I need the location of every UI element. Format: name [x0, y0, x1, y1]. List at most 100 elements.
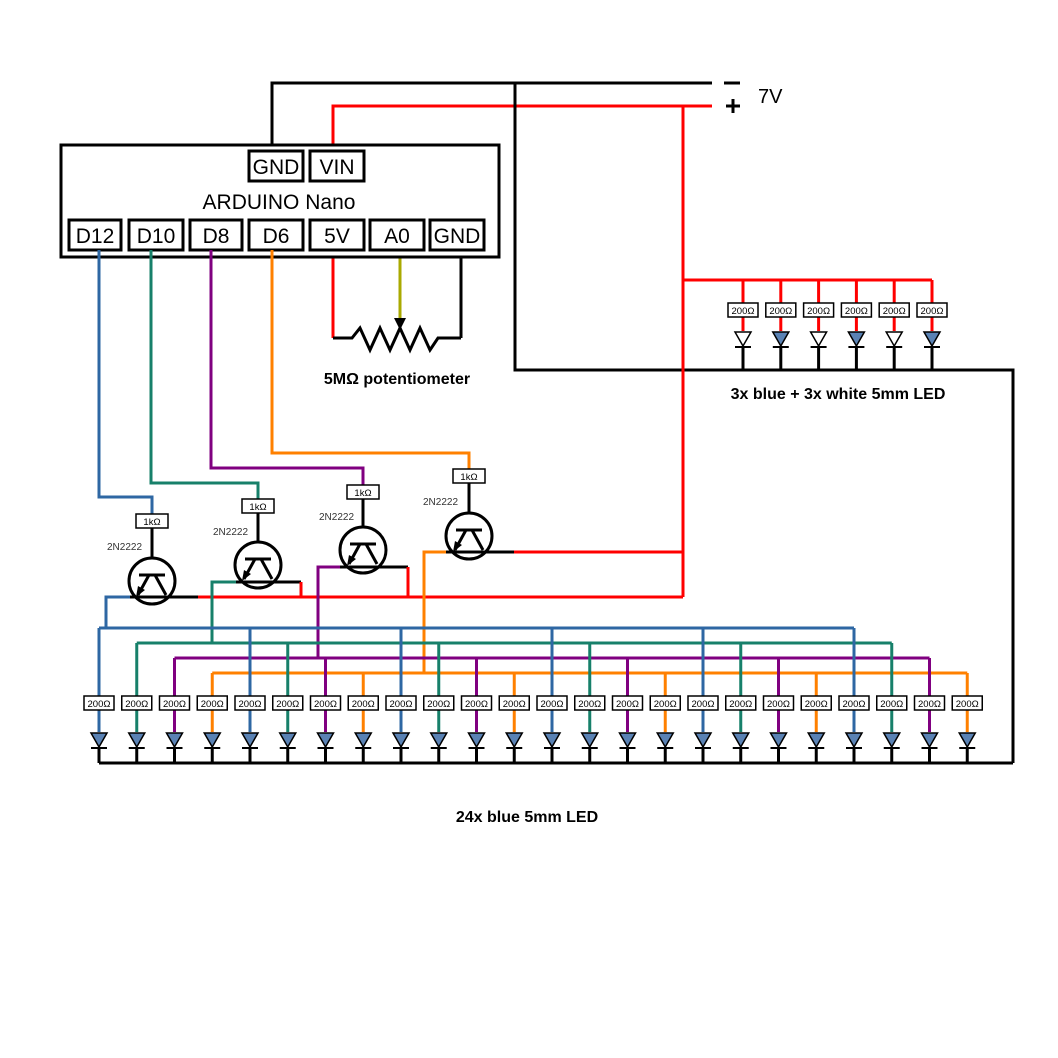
array-led-blue-icon [920, 732, 939, 749]
transistor-collector [153, 574, 168, 596]
array-led-blue-icon [580, 732, 600, 749]
array-led-blue-icon [353, 732, 373, 749]
array-led-blue-icon [316, 732, 335, 749]
pin-5v [308, 218, 366, 252]
transistor-collector [259, 558, 274, 580]
resistor-200ohm [876, 695, 908, 711]
resistor-label: 200Ω [769, 306, 792, 317]
resistor-200ohm [913, 695, 946, 711]
resistor-label: 200Ω [427, 699, 450, 710]
transistor-model-label: 2N2222 [319, 512, 354, 523]
array-led-blue-icon [89, 732, 109, 749]
base-drive-wire-d6 [270, 250, 471, 469]
led-array-group: 200Ω 200Ω 200Ω 200Ω 200Ω 200Ω 200Ω 200Ω 200Ω 200Ω… [83, 626, 1013, 765]
pin-d12 [67, 218, 123, 252]
array-led-blue-icon [278, 732, 298, 749]
resistor-200ohm [83, 695, 115, 711]
pin-a0 [368, 218, 426, 252]
resistor-label: 200Ω [88, 699, 111, 710]
resistor-200ohm [838, 695, 870, 711]
potentiometer: 5MΩ potentiometer [324, 318, 470, 388]
indicator-led-blue-icon [847, 331, 866, 348]
indicator-led-blue-icon [771, 331, 791, 348]
resistor-200ohm [498, 695, 530, 711]
emitter-arrow-icon [453, 541, 462, 552]
emitter-arrow-icon [136, 586, 145, 597]
resistor-200ohm [727, 302, 759, 318]
resistor-label: 200Ω [239, 699, 262, 710]
resistor-200ohm [649, 695, 681, 711]
resistor-200ohm [840, 302, 873, 318]
resistor-200ohm [272, 695, 304, 711]
array-led-blue-icon [542, 732, 562, 749]
pin-label-gnd-top: GND [253, 156, 300, 179]
transistor-collector [470, 529, 485, 551]
transistor-model-label: 2N2222 [213, 527, 248, 538]
resistor-200ohm [800, 695, 832, 711]
array-led-blue-icon [467, 732, 486, 749]
resistor-200ohm [611, 695, 644, 711]
resistor-label: 200Ω [503, 699, 526, 710]
pin-label-d12: D12 [76, 225, 115, 248]
pin-gnd [428, 218, 486, 252]
resistor-label: 200Ω [541, 699, 564, 710]
power-supply: 7V [724, 81, 783, 113]
array-led-blue-icon [882, 732, 902, 749]
resistor-label: 200Ω [163, 699, 186, 710]
resistor-label: 200Ω [767, 699, 790, 710]
array-led-blue-icon [844, 732, 864, 749]
array-led-blue-icon [769, 732, 788, 749]
base-resistor [135, 513, 169, 529]
resistor-label: 200Ω [807, 306, 830, 317]
resistor-200ohm [725, 695, 757, 711]
pin-label-d6: D6 [263, 225, 290, 248]
resistor-label: 200Ω [465, 699, 488, 710]
potentiometer-wiper-arrow-icon [394, 318, 406, 330]
base-resistor [346, 484, 380, 500]
resistor-label: 200Ω [692, 699, 715, 710]
base-resistor [241, 498, 275, 514]
led-array-caption: 24x blue 5mm LED [456, 809, 598, 826]
resistor-label: 200Ω [654, 699, 677, 710]
resistor-200ohm [158, 695, 191, 711]
array-led-blue-icon [655, 732, 675, 749]
resistor-200ohm [951, 695, 983, 711]
base-resistor-label: 1kΩ [354, 488, 371, 499]
emitter-arrow-icon [242, 570, 251, 581]
resistor-label: 200Ω [201, 699, 224, 710]
resistor-label: 200Ω [956, 699, 979, 710]
indicator-led-blue-icon [922, 331, 942, 348]
resistor-200ohm [196, 695, 228, 711]
resistor-200ohm [536, 695, 568, 711]
base-resistor-label: 1kΩ [249, 502, 266, 513]
resistor-200ohm [762, 695, 795, 711]
resistor-200ohm [765, 302, 797, 318]
q2-emitter-green [210, 580, 236, 643]
static-wires [270, 81, 1015, 763]
pin-label-d10: D10 [137, 225, 176, 248]
resistor-label: 200Ω [578, 699, 601, 710]
resistor-200ohm [878, 302, 910, 318]
indicator-led-white-icon [884, 331, 904, 348]
q1-emitter-blue [104, 595, 130, 627]
transistor-collector [364, 543, 379, 565]
resistor-label: 200Ω [805, 699, 828, 710]
array-led-blue-icon [806, 732, 826, 749]
psu-voltage-label: 7V [758, 86, 783, 108]
resistor-label: 200Ω [845, 306, 868, 317]
resistor-label: 200Ω [843, 699, 866, 710]
pin-label-a0: A0 [384, 225, 410, 248]
pin-d6 [247, 218, 305, 252]
base-drive-wire-d8 [209, 250, 365, 485]
indicator-led-caption: 3x blue + 3x white 5mm LED [731, 386, 946, 403]
pin-label-gnd: GND [434, 225, 481, 248]
resistor-200ohm [802, 302, 835, 318]
base-resistor-label: 1kΩ [460, 472, 477, 483]
resistor-label: 200Ω [918, 699, 941, 710]
pin-label-d8: D8 [203, 225, 230, 248]
indicator-led-white-icon [809, 331, 828, 348]
resistor-200ohm [687, 695, 719, 711]
resistor-200ohm [347, 695, 379, 711]
